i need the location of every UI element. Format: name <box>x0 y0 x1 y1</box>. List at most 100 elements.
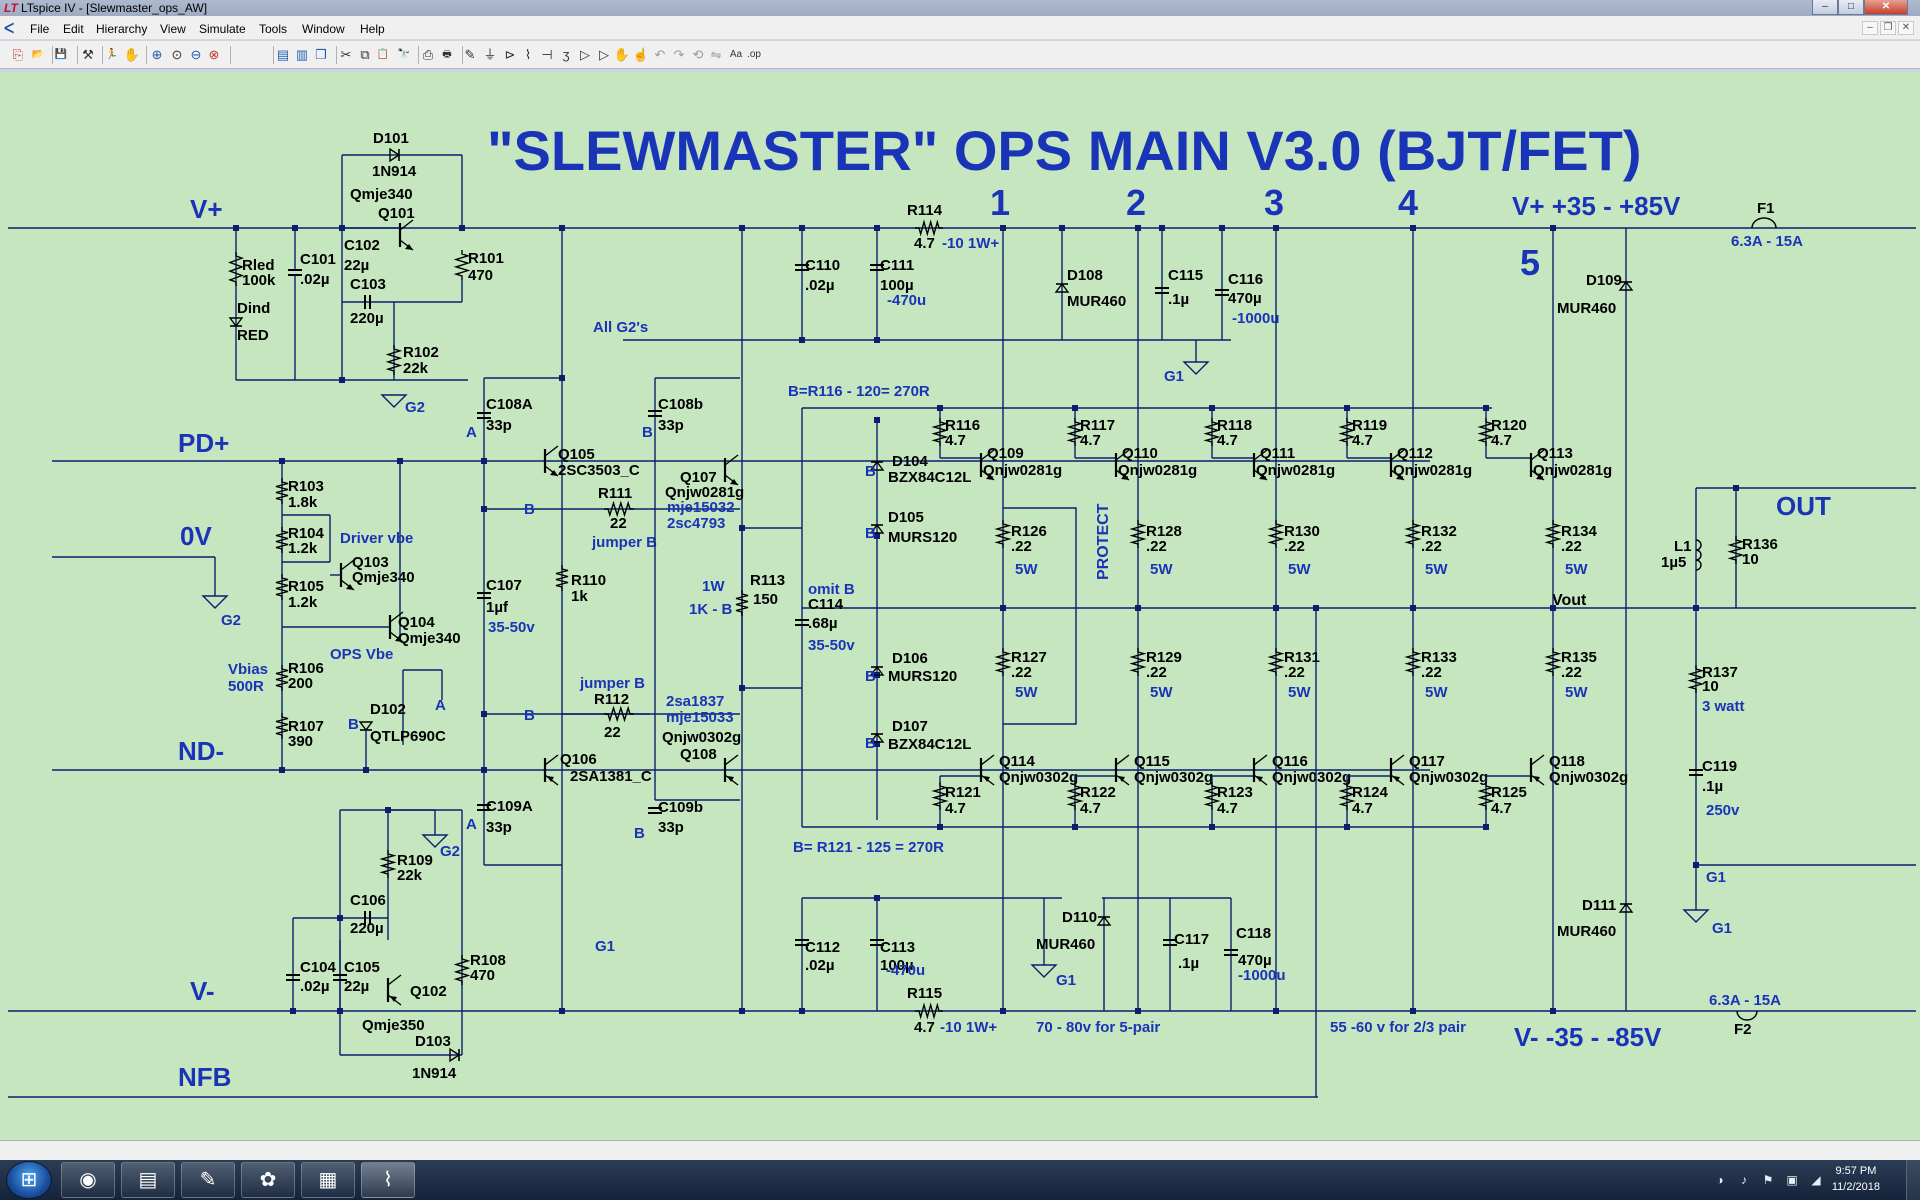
menu-edit[interactable]: Edit <box>63 22 84 36</box>
component-ref-d110: D110 <box>1062 909 1097 926</box>
resistor-icon[interactable]: ⌇ <box>524 47 532 62</box>
transistor-collector <box>340 559 355 571</box>
network-icon[interactable]: ◑ <box>1716 1173 1724 1187</box>
new-schematic-icon[interactable]: ⎘ <box>12 47 24 62</box>
note-omit-b: omit B <box>808 581 855 598</box>
resistor-symbol <box>931 418 949 446</box>
component-ref-q112: Q112 <box>1397 445 1433 462</box>
net-label-vplus: V+ <box>190 194 223 224</box>
component-icon[interactable]: ▷ <box>599 47 609 62</box>
ltspice-icon[interactable]: ⌇ <box>361 1162 415 1198</box>
component-value-q103: Qmje340 <box>352 569 415 586</box>
open-icon[interactable]: 📂 <box>31 49 45 60</box>
tile-vertical-icon[interactable]: ▥ <box>295 47 309 62</box>
schematic-drawing: "SLEWMASTER" OPS MAIN V3.0 (BJT/FET)V+PD… <box>8 119 1916 1098</box>
zoom-in-icon[interactable]: ⊕ <box>151 47 163 62</box>
net-label-nfb: NFB <box>178 1062 231 1092</box>
menu-simulate[interactable]: Simulate <box>199 22 246 36</box>
rotate-icon[interactable]: ⟲ <box>692 47 704 62</box>
firefox-icon[interactable]: ◉ <box>61 1162 115 1198</box>
control-panel-icon[interactable]: ⚒ <box>82 47 94 62</box>
diode-symbol <box>1054 282 1070 293</box>
show-desktop-button[interactable] <box>1906 1160 1920 1200</box>
component-ref-r126: R126 <box>1011 523 1047 540</box>
menu-tools[interactable]: Tools <box>259 22 288 36</box>
component-value-q112: Qnjw0281g <box>1393 462 1472 479</box>
label-net-icon[interactable]: ⊳ <box>504 47 516 62</box>
component-value-r137: 10 <box>1702 678 1719 695</box>
note-55-60v: 55 -60 v for 2/3 pair <box>1330 1019 1466 1036</box>
run-icon[interactable]: 🏃 <box>105 49 119 60</box>
component-value-q109: Qnjw0281g <box>983 462 1062 479</box>
halt-icon[interactable]: ✋ <box>123 47 141 62</box>
winrar-icon[interactable]: ▦ <box>301 1162 355 1198</box>
mirror-icon[interactable]: ⇋ <box>710 47 722 62</box>
zoom-out-icon[interactable]: ⊖ <box>190 47 202 62</box>
component-value-r123: 4.7 <box>1217 800 1238 817</box>
menu-view[interactable]: View <box>160 22 186 36</box>
zoom-fit-icon[interactable]: ⊗ <box>208 47 220 62</box>
find-icon[interactable]: 🔭 <box>397 49 411 60</box>
component-ref-r120: R120 <box>1491 417 1527 434</box>
zoom-pan-icon[interactable]: ⊙ <box>171 47 183 62</box>
inductor-icon[interactable]: ʒ <box>562 47 570 62</box>
draw-wire-icon[interactable]: ✎ <box>464 47 476 62</box>
tile-horizontal-icon[interactable]: ▤ <box>276 47 290 62</box>
note-r114-rating: -10 1W+ <box>942 235 999 252</box>
pair-number-5: 5 <box>1520 242 1540 283</box>
component-ref-d102: D102 <box>370 701 406 718</box>
transistor-arrow <box>727 776 734 782</box>
paste-icon[interactable]: 📋 <box>376 49 390 60</box>
speaker-icon[interactable]: ◢ <box>1811 1173 1821 1187</box>
component-ref-r117: R117 <box>1080 417 1115 434</box>
flag-icon[interactable]: ⚑ <box>1762 1173 1774 1187</box>
component-ref-q102: Q102 <box>410 983 447 1000</box>
component-value-d105: MURS120 <box>888 529 957 546</box>
mdi-close-button[interactable]: ✕ <box>1898 21 1914 35</box>
resistor-symbol <box>275 713 289 739</box>
menu-hierarchy[interactable]: Hierarchy <box>96 22 148 36</box>
redo-icon[interactable]: ↷ <box>673 47 685 62</box>
text-icon[interactable]: Aa <box>729 49 743 60</box>
move-icon[interactable]: ✋ <box>613 47 631 62</box>
copy-icon[interactable]: ⧉ <box>360 47 370 62</box>
app-icon[interactable]: ✎ <box>181 1162 235 1198</box>
close-button[interactable]: ✕ <box>1864 0 1908 15</box>
file-explorer-icon[interactable]: ▤ <box>121 1162 175 1198</box>
diode-icon[interactable]: ▷ <box>580 47 590 62</box>
cut-icon[interactable]: ✂ <box>340 47 352 62</box>
display-icon[interactable]: ▣ <box>1786 1173 1798 1187</box>
fuse-symbol <box>1751 217 1777 229</box>
spice-directive-icon[interactable]: .op <box>747 49 761 60</box>
menu-file[interactable]: File <box>30 22 50 36</box>
system-clock[interactable]: 9:57 PM 11/2/2018 <box>1832 1163 1880 1195</box>
drag-icon[interactable]: ☝ <box>632 47 650 62</box>
fuse-symbol <box>1736 1010 1758 1021</box>
component-value-q102: Qmje350 <box>362 1017 425 1034</box>
toolbar-separator <box>418 46 419 64</box>
minimize-button[interactable]: – <box>1812 0 1838 15</box>
ground-icon[interactable]: ⏚ <box>483 47 497 62</box>
component-ref-c105: C105 <box>344 959 380 976</box>
print-setup-icon[interactable]: ⎙ <box>422 47 434 62</box>
start-button[interactable]: ⊞ <box>6 1161 52 1199</box>
mdi-document-icon[interactable]: ᐸ <box>4 20 15 36</box>
menu-help[interactable]: Help <box>360 22 385 36</box>
schematic-canvas[interactable]: "SLEWMASTER" OPS MAIN V3.0 (BJT/FET)V+PD… <box>0 72 1920 1140</box>
junction-dot <box>1209 405 1215 411</box>
junction-dot <box>1059 225 1065 231</box>
junction-dot <box>1159 225 1165 231</box>
volume-icon[interactable]: ♪ <box>1741 1173 1747 1187</box>
save-icon[interactable]: 💾 <box>54 49 68 60</box>
mdi-restore-button[interactable]: ❐ <box>1880 21 1896 35</box>
print-icon[interactable]: 🖶 <box>442 49 452 60</box>
cascade-icon[interactable]: ❐ <box>315 47 327 62</box>
note-driver-vbe: Driver vbe <box>340 530 413 547</box>
menu-window[interactable]: Window <box>302 22 345 36</box>
maximize-button[interactable]: □ <box>1838 0 1864 15</box>
paint-icon[interactable]: ✿ <box>241 1162 295 1198</box>
capacitor-icon[interactable]: ⊣ <box>541 47 553 62</box>
undo-icon[interactable]: ↶ <box>654 47 666 62</box>
mdi-minimize-button[interactable]: – <box>1862 21 1878 35</box>
component-value-q104: Qmje340 <box>398 630 461 647</box>
